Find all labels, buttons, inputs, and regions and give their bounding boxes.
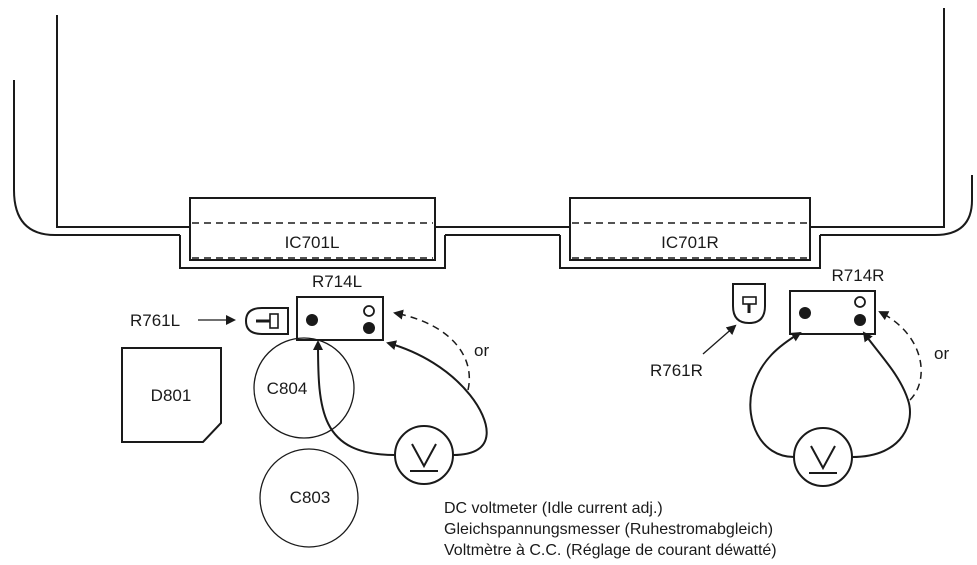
probe-lead-right-a: [749, 331, 802, 458]
d801-component: [121, 347, 222, 443]
r714l-label: R714L: [312, 272, 362, 291]
c804-label: C804: [267, 379, 308, 398]
probe-lead-left-a: [313, 340, 396, 456]
trimmer-icon: [732, 283, 766, 325]
r714r-terminal-block: [789, 290, 876, 335]
r714l-terminal-block: [296, 296, 384, 341]
r714r-label: R714R: [832, 266, 885, 285]
probe-lead-right-b: [851, 331, 911, 458]
c803-label: C803: [290, 488, 331, 507]
ic701l-package: [179, 197, 446, 269]
r761r-label: R761R: [650, 361, 703, 380]
caption-line-de: Gleichspannungsmesser (Ruhestromabgleich…: [444, 521, 773, 538]
c804-capacitor: [253, 337, 355, 439]
ic701l-label: IC701L: [285, 233, 340, 252]
probe-lead-right-alt: [878, 311, 922, 401]
trimmer-icon: [244, 307, 289, 335]
c803-capacitor: [259, 448, 359, 548]
or-right-label: or: [934, 344, 949, 363]
arrow-icon: [702, 324, 737, 355]
caption-line-fr: Voltmètre à C.C. (Réglage de courant déw…: [444, 542, 777, 559]
d801-label: D801: [151, 386, 192, 405]
or-left-label: or: [474, 341, 489, 360]
probe-lead-left-b: [386, 340, 488, 456]
r761l-label: R761L: [130, 311, 180, 330]
caption-line-en: DC voltmeter (Idle current adj.): [444, 500, 663, 517]
voltmeter-icon: [793, 427, 853, 487]
ic701r-package: [559, 197, 821, 269]
board-outline: [13, 8, 973, 236]
voltmeter-icon: [394, 425, 454, 485]
ic701r-label: IC701R: [661, 233, 719, 252]
probe-lead-left-alt: [393, 309, 470, 391]
